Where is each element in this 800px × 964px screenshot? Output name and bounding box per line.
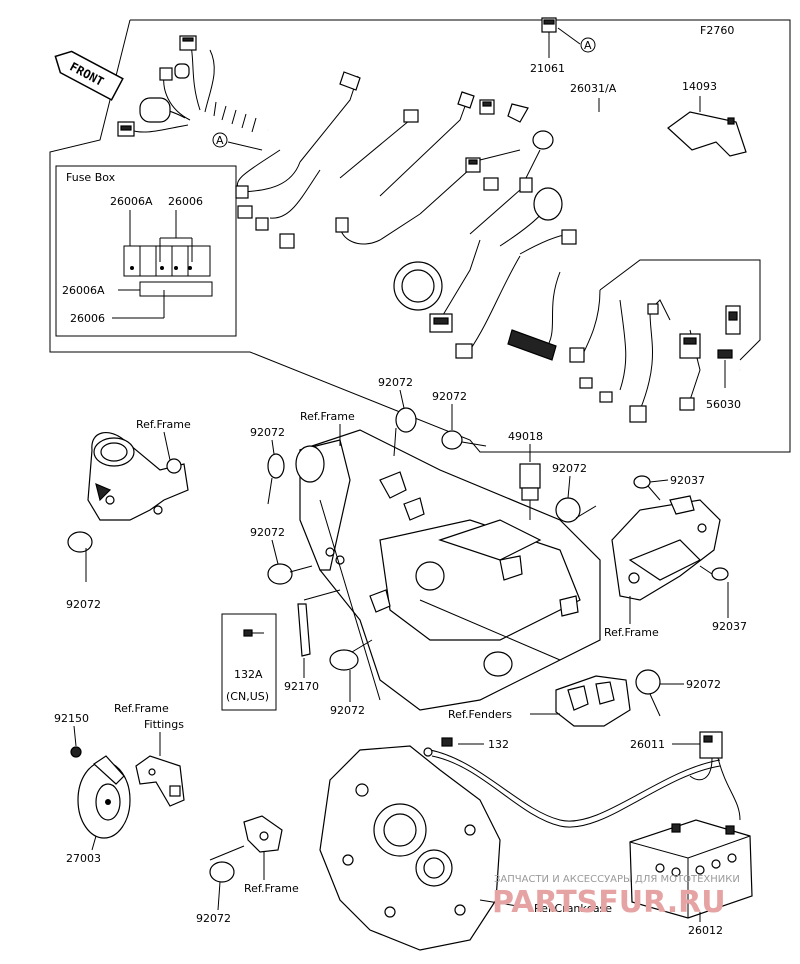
callout-a-harness-label: A <box>216 134 224 147</box>
callout-a-label: A <box>584 39 592 52</box>
strap-92170 <box>297 603 311 657</box>
callout-a-circle <box>580 37 596 53</box>
clamp-92072-top2 <box>441 430 487 450</box>
ground-cable <box>423 737 721 828</box>
main-frame <box>295 429 601 711</box>
horn-27003 <box>77 755 131 839</box>
ref-frame-1: Ref.Frame <box>136 418 191 431</box>
label-92072-lower: 92072 <box>196 912 231 925</box>
clamp-92037-bottom <box>699 565 729 581</box>
battery-26012 <box>629 819 753 919</box>
label-92072-right: 92072 <box>552 462 587 475</box>
connector-21061 <box>541 17 581 58</box>
clamp-92072-left <box>67 531 93 582</box>
label-27003: 27003 <box>66 852 101 865</box>
fuse-label-26006-bottom: 26006 <box>70 312 105 325</box>
label-14093: 14093 <box>682 80 717 93</box>
label-92072-mid-left2: 92072 <box>250 526 285 539</box>
label-26012: 26012 <box>688 924 723 937</box>
ref-frame-fittings-2: Fittings <box>144 718 184 731</box>
clamp-92072-mid-left <box>267 453 285 505</box>
fuse-label-26006a-top: 26006A <box>110 195 153 208</box>
clamp-92072-fender <box>635 669 661 717</box>
frame-head-bracket <box>87 432 189 521</box>
watermark-logo: PARTSFUR.RU <box>492 885 726 920</box>
label-21061: 21061 <box>530 62 565 75</box>
label-56030: 56030 <box>706 398 741 411</box>
bolt-132a <box>243 629 264 637</box>
label-92072-top1: 92072 <box>378 376 413 389</box>
starter-relay-26011 <box>689 731 741 821</box>
clamp-92037-top <box>633 475 661 501</box>
label-132a: 132A <box>234 668 263 681</box>
fuse-label-26006a-left: 26006A <box>62 284 105 297</box>
label-92150: 92150 <box>54 712 89 725</box>
harness-group-outline <box>49 19 791 453</box>
label-92072-fender: 92072 <box>686 678 721 691</box>
ref-frame-2: Ref.Frame <box>300 410 355 423</box>
label-92072-frame-bottom: 92072 <box>330 704 365 717</box>
ref-frame-3: Ref.Frame <box>604 626 659 639</box>
clamp-92072-right <box>555 497 597 523</box>
frame-fittings-bracket <box>135 755 185 807</box>
crankcase <box>319 745 501 951</box>
frame-bracket-lower <box>243 815 283 853</box>
label-49018: 49018 <box>508 430 543 443</box>
label-92170: 92170 <box>284 680 319 693</box>
part-56030 <box>717 349 733 359</box>
fuse-box-title: Fuse Box <box>66 171 116 184</box>
label-92037-top: 92037 <box>670 474 705 487</box>
ref-fenders: Ref.Fenders <box>448 708 512 721</box>
clamp-92072-frame-bottom <box>329 639 373 671</box>
label-92072-left: 92072 <box>66 598 101 611</box>
clamp-92072-lower <box>209 845 245 883</box>
fuse-label-26006-top: 26006 <box>168 195 203 208</box>
label-92072-mid-left: 92072 <box>250 426 285 439</box>
clamp-92072-top1 <box>393 407 417 457</box>
label-132a-note: (CN,US) <box>226 690 269 703</box>
fender-bracket <box>555 675 631 727</box>
plate-14093 <box>667 111 747 157</box>
label-92037-bottom: 92037 <box>712 620 747 633</box>
harness-connectors <box>117 35 741 423</box>
ref-frame-fittings-1: Ref.Frame <box>114 702 169 715</box>
box-132a <box>221 613 277 711</box>
callout-a-harness <box>212 132 228 148</box>
watermark-line-1: ЗАПЧАСТИ И АКСЕССУАРЫ ДЛЯ МОТОТЕХНИКИ <box>494 874 740 885</box>
nut-92150 <box>70 746 82 758</box>
fuse-box-inset <box>55 165 237 337</box>
label-92072-top2: 92072 <box>432 390 467 403</box>
clamp-92072-mid-left2 <box>267 563 313 585</box>
relay-49018 <box>519 463 541 520</box>
label-132: 132 <box>488 738 509 751</box>
fuse-box-drawing <box>112 210 213 319</box>
label-26031a: 26031/A <box>570 82 617 95</box>
ref-frame-4: Ref.Frame <box>244 882 299 895</box>
right-frame-bracket <box>611 495 721 601</box>
label-26011: 26011 <box>630 738 665 751</box>
main-wiring-harness <box>129 39 761 411</box>
ref-crankcase: Ref.Crankcase <box>534 902 612 915</box>
front-arrow-icon: FRONT <box>54 50 124 101</box>
diagram-code: F2760 <box>700 24 734 37</box>
